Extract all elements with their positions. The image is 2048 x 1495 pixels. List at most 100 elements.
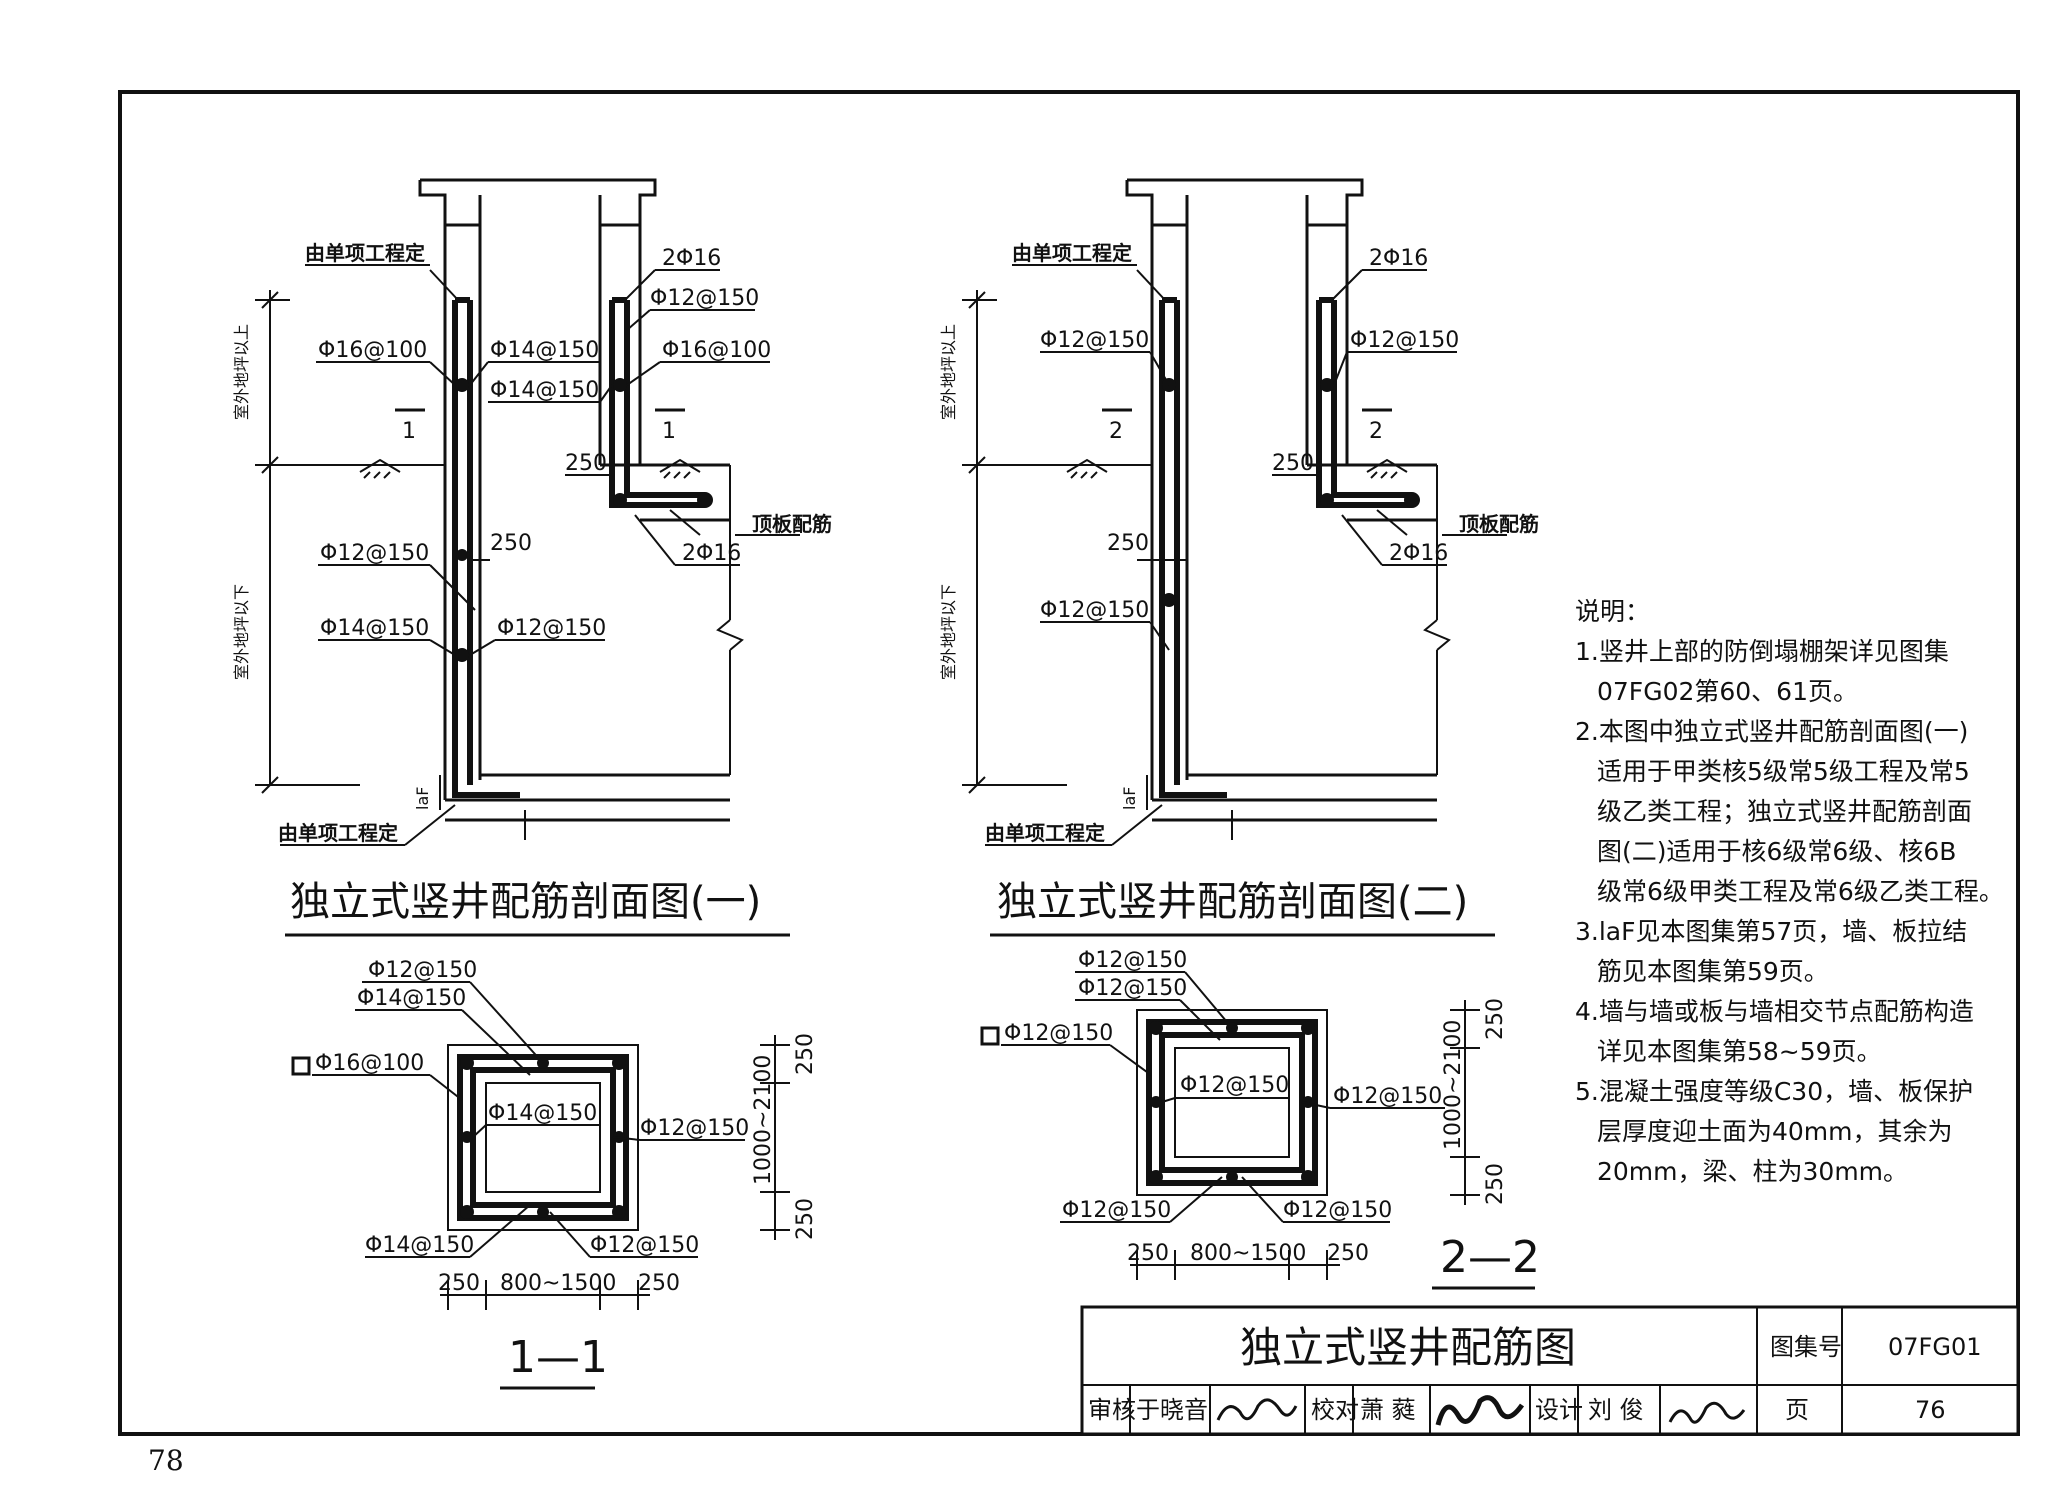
section-two-cut-mark-right: 2 bbox=[1369, 419, 1383, 444]
section-two: 2 2 室外地坪以上 室外地坪以下 由单项工程定 2Φ16 Φ12@150 Φ1… bbox=[939, 178, 1539, 937]
check-signature bbox=[1435, 1395, 1525, 1426]
plan-two-dim-250-top-v: 250 bbox=[1483, 998, 1508, 1040]
atlas-label: 图集号 bbox=[1770, 1333, 1842, 1361]
section-two-by-project-bottom: 由单项工程定 bbox=[985, 821, 1105, 845]
section-one-laf: laF bbox=[413, 787, 432, 810]
plan-one-bottom-right: Φ12@150 bbox=[590, 1233, 699, 1258]
section-one-title: 独立式竖井配筋剖面图(一) bbox=[290, 879, 761, 925]
note-line: 07FG02第60、61页。 bbox=[1597, 677, 1858, 706]
title-block: 独立式竖井配筋图 图集号 07FG01 审核 于晓音 校对 萧 蕤 设计 刘 俊… bbox=[1080, 1305, 2020, 1436]
note-line: 适用于甲类核5级常5级工程及常5 bbox=[1597, 757, 1970, 786]
atlas-code: 07FG01 bbox=[1888, 1333, 1981, 1361]
design-name: 刘 俊 bbox=[1588, 1396, 1644, 1424]
plan-one-dim-width: 800~1500 bbox=[500, 1271, 616, 1296]
plan-one-top2: Φ14@150 bbox=[357, 986, 466, 1011]
section-one-rebar-mid-top2: Φ14@150 bbox=[490, 378, 599, 403]
section-two-cut-mark-left: 2 bbox=[1109, 419, 1123, 444]
section-two-right-2phi16: 2Φ16 bbox=[1369, 246, 1428, 271]
section-one-cut-mark-left: 1 bbox=[402, 419, 416, 444]
section-two-rebar-right-top: Φ12@150 bbox=[1350, 328, 1459, 353]
note-line: 图(二)适用于核6级常6级、核6B bbox=[1597, 837, 1956, 866]
note-line: 筋见本图集第59页。 bbox=[1597, 957, 1829, 986]
drawing-frame bbox=[118, 90, 2020, 1436]
section-one-rebar-left-low: Φ14@150 bbox=[320, 616, 429, 641]
plan-one-inner: Φ14@150 bbox=[488, 1101, 597, 1126]
section-one-below-ground: 室外地坪以下 bbox=[232, 584, 251, 680]
plan-two-dim-250-left: 250 bbox=[1127, 1241, 1169, 1266]
page-value: 76 bbox=[1915, 1396, 1946, 1424]
note-line: 3.laF见本图集第57页，墙、板拉结 bbox=[1575, 917, 1967, 946]
section-one-slab-rebar: 顶板配筋 bbox=[752, 512, 832, 536]
plan-one-dim-250-left: 250 bbox=[438, 1271, 480, 1296]
note-line: 层厚度迎土面为40mm，其余为 bbox=[1597, 1117, 1953, 1146]
plan-two: Φ12@150 Φ12@150 Φ12@150 Φ12@150 Φ12@150 … bbox=[980, 948, 1540, 1290]
section-two-dim-250-a: 250 bbox=[1107, 531, 1149, 556]
section-two-above-ground: 室外地坪以上 bbox=[939, 324, 958, 420]
plan-two-right: Φ12@150 bbox=[1333, 1084, 1442, 1109]
plan-one-left: Φ16@100 bbox=[315, 1051, 424, 1076]
note-line: 级乙类工程；独立式竖井配筋剖面 bbox=[1597, 797, 1972, 826]
section-one-right-2phi16: 2Φ16 bbox=[662, 246, 721, 271]
section-one-rebar-mid-top1: Φ14@150 bbox=[490, 338, 599, 363]
section-one-above-ground: 室外地坪以上 bbox=[232, 324, 251, 420]
section-two-slab-rebar: 顶板配筋 bbox=[1459, 512, 1539, 536]
section-two-slab-2phi16: 2Φ16 bbox=[1389, 541, 1448, 566]
design-label: 设计 bbox=[1535, 1396, 1583, 1424]
section-one-rebar-right-low: Φ12@150 bbox=[497, 616, 606, 641]
note-line: 2.本图中独立式竖井配筋剖面图(一) bbox=[1575, 717, 1968, 746]
section-one-right-12: Φ12@150 bbox=[650, 286, 759, 311]
design-signature bbox=[1668, 1401, 1746, 1424]
note-line: 5.混凝土强度等级C30，墙、板保护 bbox=[1575, 1077, 1973, 1106]
note-line: 1.竖井上部的防倒塌棚架详见图集 bbox=[1575, 637, 1949, 666]
plan-two-bottom-right: Φ12@150 bbox=[1283, 1198, 1392, 1223]
plan-one-dim-height-v: 1000~2100 bbox=[751, 1055, 776, 1185]
section-one: 1 1 室外地坪以上 室外地坪以下 由单项工程定 Φ16@100 Φ14@150… bbox=[232, 178, 832, 937]
section-one-dim-250-b: 250 bbox=[565, 451, 607, 476]
section-two-rebar-left-top: Φ12@150 bbox=[1040, 328, 1149, 353]
note-line: 4.墙与墙或板与墙相交节点配筋构造 bbox=[1575, 997, 1974, 1026]
plan-one-dim-250-top-v: 250 bbox=[793, 1033, 818, 1075]
plan-one-dim-250-right: 250 bbox=[638, 1271, 680, 1296]
plan-one-bottom-left: Φ14@150 bbox=[365, 1233, 474, 1258]
outer-page-number: 78 bbox=[148, 1444, 184, 1477]
section-one-slab-2phi16: 2Φ16 bbox=[682, 541, 741, 566]
notes: 说明： 1.竖井上部的防倒塌棚架详见图集 07FG02第60、61页。 2.本图… bbox=[1575, 597, 2004, 1186]
check-name: 萧 蕤 bbox=[1360, 1396, 1416, 1424]
plan-two-dim-250-bottom-v: 250 bbox=[1483, 1163, 1508, 1205]
section-one-cut-mark-right: 1 bbox=[662, 419, 676, 444]
plan-one-name: 1—1 bbox=[508, 1332, 608, 1383]
page-label: 页 bbox=[1785, 1396, 1809, 1424]
plan-two-top1: Φ12@150 bbox=[1078, 948, 1187, 973]
plan-two-name: 2—2 bbox=[1440, 1232, 1540, 1283]
section-one-by-project-bottom: 由单项工程定 bbox=[278, 821, 398, 845]
plan-one-right: Φ12@150 bbox=[640, 1116, 749, 1141]
section-two-below-ground: 室外地坪以下 bbox=[939, 584, 958, 680]
notes-heading: 说明： bbox=[1575, 597, 1650, 626]
note-line: 20mm，梁、柱为30mm。 bbox=[1597, 1157, 1908, 1186]
plan-two-left: Φ12@150 bbox=[1004, 1021, 1113, 1046]
section-two-dim-250-b: 250 bbox=[1272, 451, 1314, 476]
review-label: 审核 bbox=[1088, 1396, 1136, 1424]
note-line: 详见本图集第58~59页。 bbox=[1597, 1037, 1882, 1066]
section-two-rebar-left-low: Φ12@150 bbox=[1040, 598, 1149, 623]
plan-two-dim-height-v: 1000~2100 bbox=[1441, 1020, 1466, 1150]
plan-one: Φ12@150 Φ14@150 Φ16@100 Φ14@150 Φ12@150 … bbox=[291, 958, 818, 1390]
check-label: 校对 bbox=[1311, 1396, 1359, 1424]
plan-one-dim-250-bottom-v: 250 bbox=[793, 1198, 818, 1240]
plan-two-inner: Φ12@150 bbox=[1180, 1073, 1289, 1098]
section-one-rebar-left-mid: Φ12@150 bbox=[320, 541, 429, 566]
section-one-by-project-top: 由单项工程定 bbox=[305, 241, 425, 265]
plan-two-dim-width: 800~1500 bbox=[1190, 1241, 1306, 1266]
plan-two-bottom-left: Φ12@150 bbox=[1062, 1198, 1171, 1223]
review-signature bbox=[1216, 1398, 1298, 1421]
drawing-title: 独立式竖井配筋图 bbox=[1240, 1323, 1576, 1372]
section-one-right-16: Φ16@100 bbox=[662, 338, 771, 363]
section-two-title: 独立式竖井配筋剖面图(二) bbox=[997, 879, 1468, 925]
note-line: 级常6级甲类工程及常6级乙类工程。 bbox=[1597, 877, 2004, 906]
section-two-laf: laF bbox=[1120, 787, 1139, 810]
review-name: 于晓音 bbox=[1136, 1396, 1208, 1424]
section-two-by-project-top: 由单项工程定 bbox=[1012, 241, 1132, 265]
plan-one-top1: Φ12@150 bbox=[368, 958, 477, 983]
plan-two-top2: Φ12@150 bbox=[1078, 976, 1187, 1001]
